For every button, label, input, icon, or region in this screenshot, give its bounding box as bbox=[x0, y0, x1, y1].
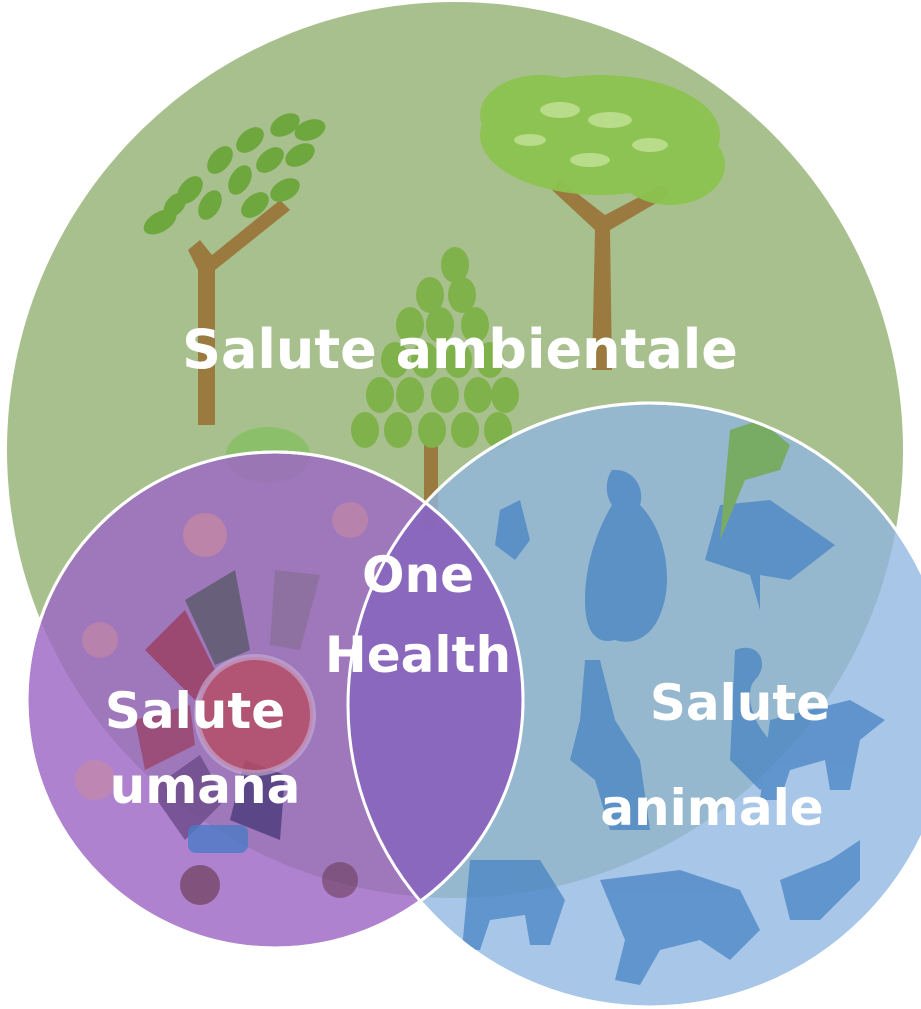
penguin-icon bbox=[585, 469, 668, 642]
tree-center-illustration bbox=[351, 247, 519, 530]
animal-label-line1: Salute bbox=[650, 674, 830, 732]
animal-circle-group bbox=[346, 401, 921, 1009]
one-health-label-line2: Health bbox=[325, 626, 511, 684]
animal-circle-outline bbox=[346, 401, 921, 1009]
tree-right-illustration bbox=[480, 75, 725, 370]
kangaroo-icon bbox=[570, 660, 650, 830]
tree-left-illustration bbox=[143, 113, 326, 425]
wolf-icon bbox=[600, 870, 760, 985]
animal-label-line2: animale bbox=[600, 779, 823, 837]
deer-icon bbox=[462, 860, 565, 950]
goat-icon bbox=[760, 700, 885, 800]
one-health-label-line1: One bbox=[362, 546, 474, 604]
palm-icon bbox=[720, 420, 790, 540]
children-circle-illustration bbox=[75, 502, 368, 905]
human-circle-outline bbox=[25, 450, 525, 950]
stingray-icon bbox=[705, 500, 835, 610]
human-label-line1: Salute bbox=[105, 682, 285, 740]
cat-icon bbox=[780, 840, 860, 920]
human-label-line2: umana bbox=[110, 757, 301, 815]
bird-icon bbox=[495, 500, 530, 560]
environment-label: Salute ambientale bbox=[182, 318, 738, 381]
